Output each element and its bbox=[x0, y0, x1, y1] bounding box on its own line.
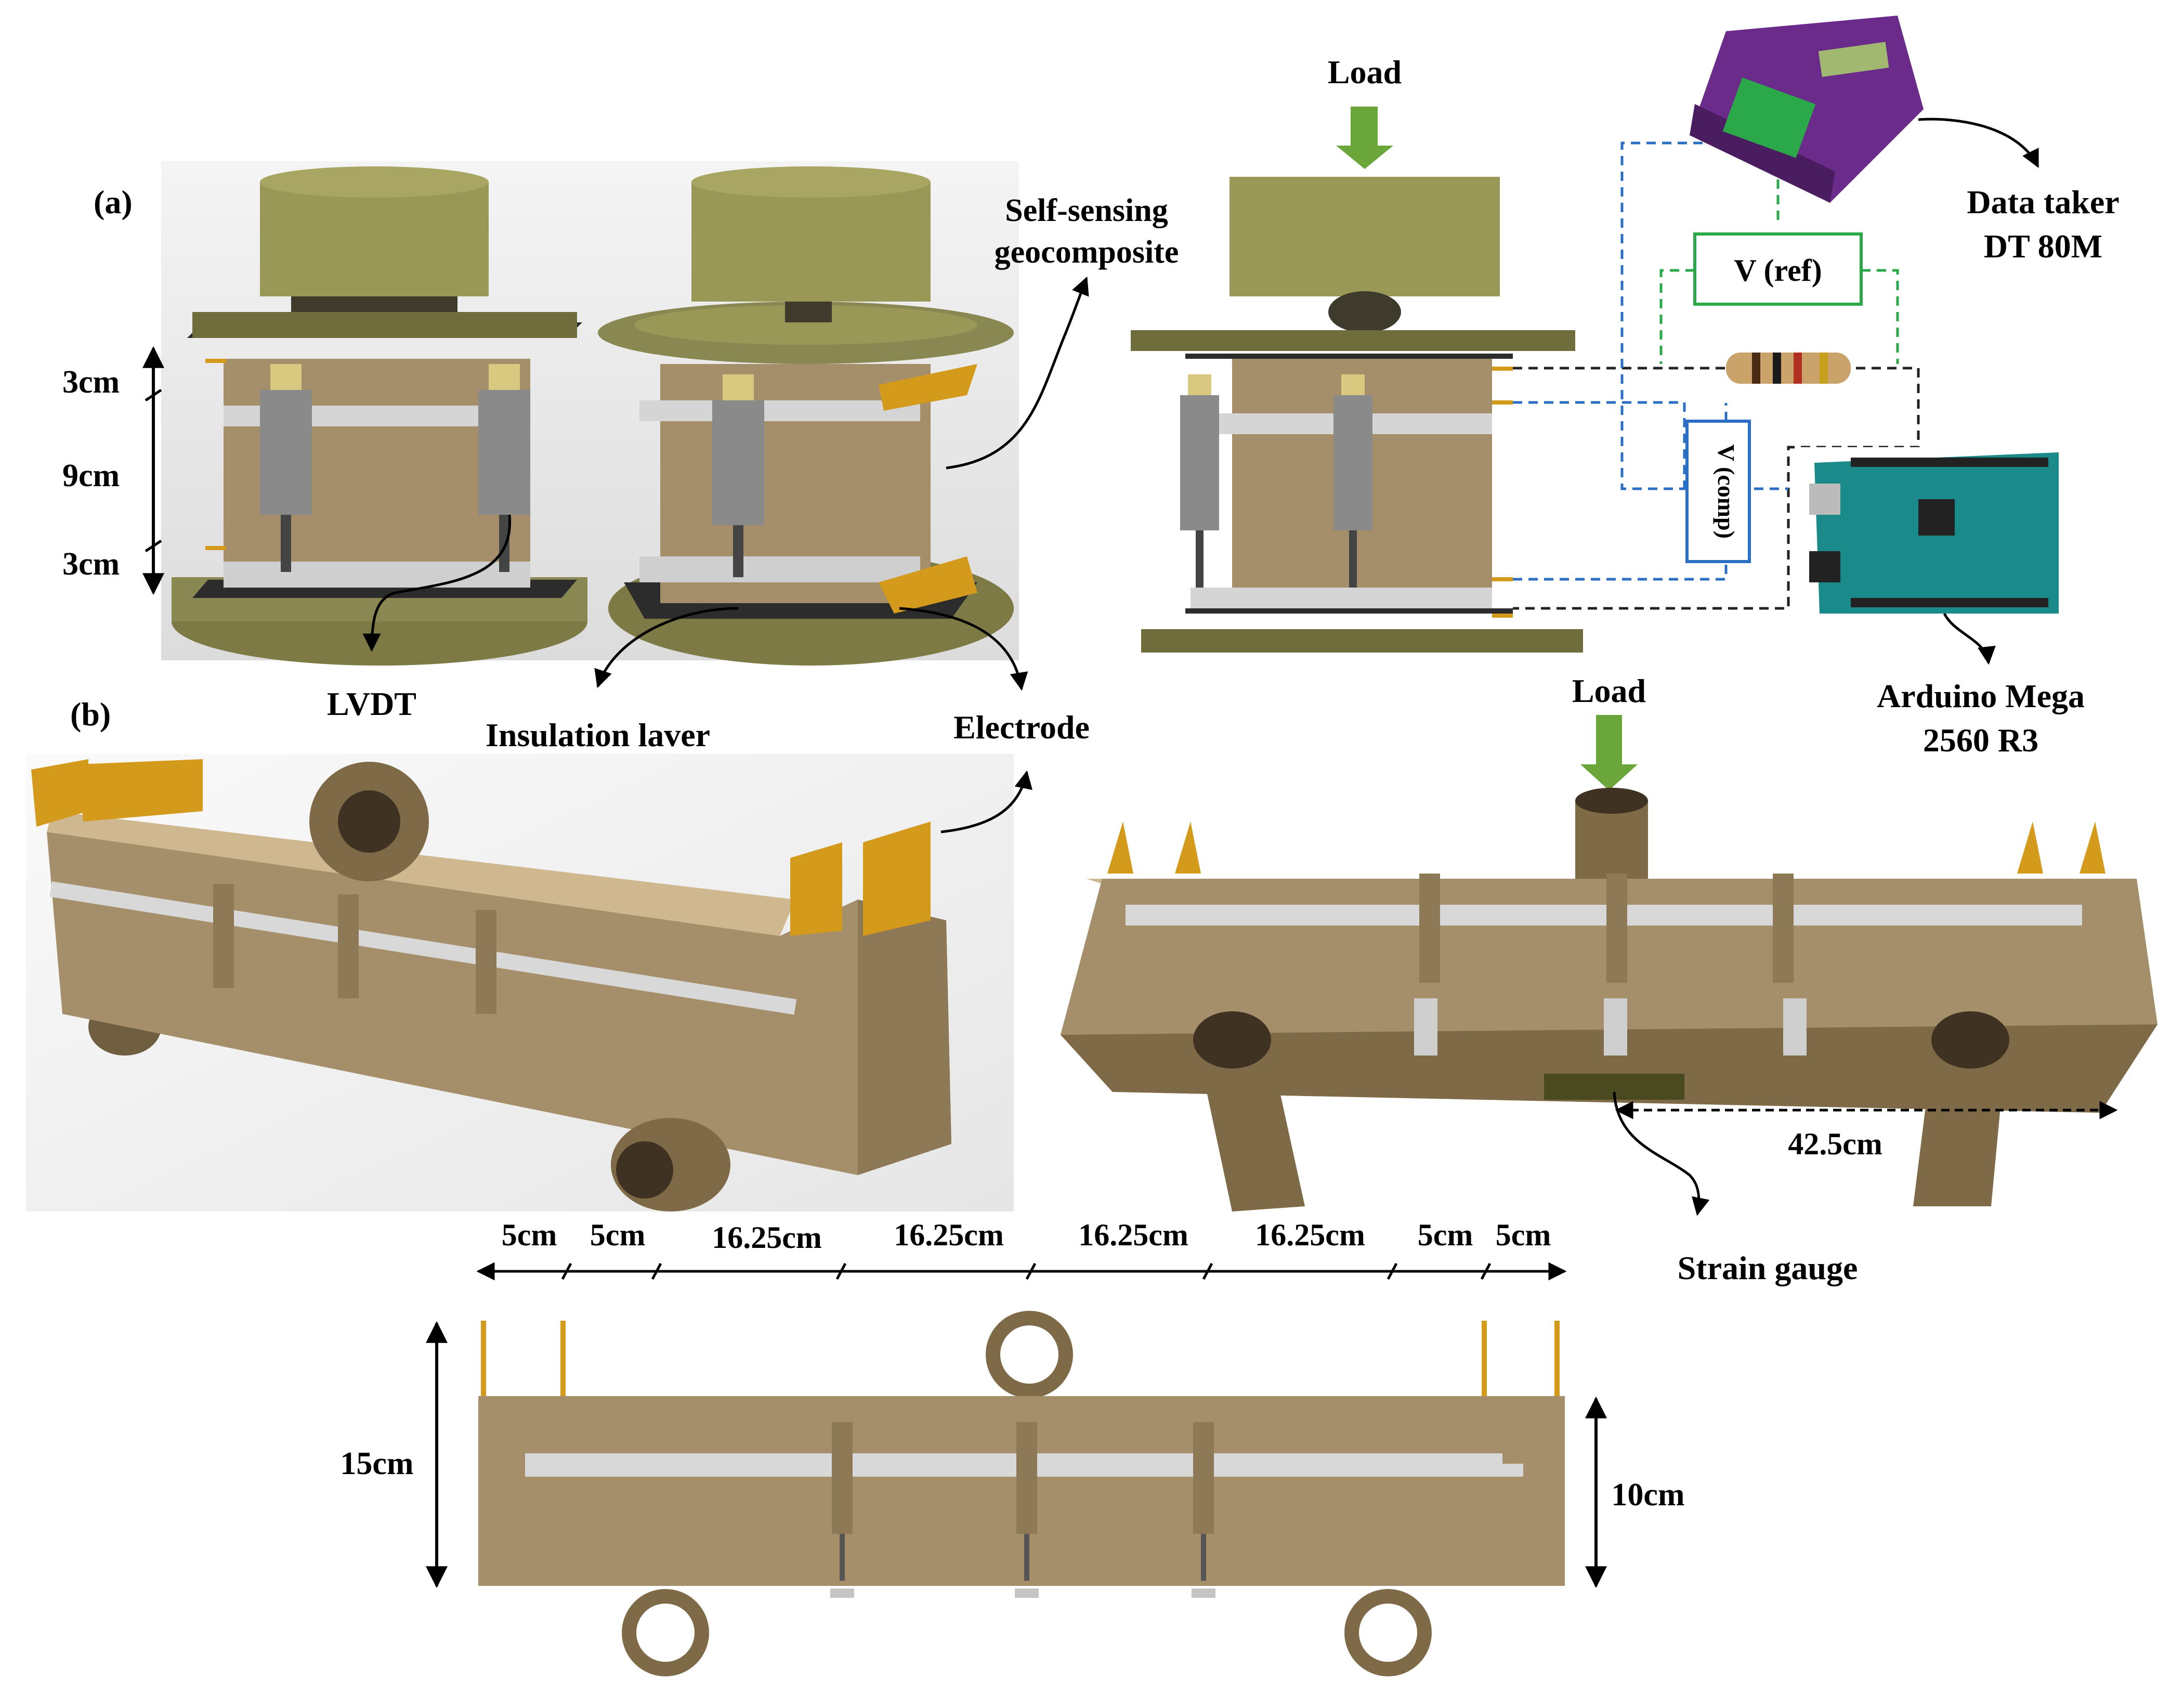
data-taker-label-line1: Data taker bbox=[1967, 184, 2119, 220]
dim-height-10: 10cm bbox=[1611, 1477, 1684, 1513]
v-ref-label: V (ref) bbox=[1734, 253, 1822, 288]
panel-a-label: (a) bbox=[94, 184, 133, 220]
dim-span-42: 42.5cm bbox=[1788, 1127, 1882, 1161]
panel-b-label: (b) bbox=[70, 696, 111, 733]
dim-cube-bottom: 3cm bbox=[62, 546, 120, 582]
dim-height-15: 15cm bbox=[340, 1446, 413, 1481]
lvdt-pointer bbox=[362, 514, 512, 652]
cube-specimen-2 bbox=[598, 166, 1014, 666]
arduino-pointer bbox=[1943, 613, 1996, 665]
load-arrow-top bbox=[1336, 107, 1393, 169]
strain-gauge-pointer bbox=[1613, 1091, 1710, 1216]
beam-specimen-right bbox=[1061, 788, 2157, 1212]
segment-label: 5cm bbox=[502, 1218, 557, 1252]
beam-specimen-left bbox=[31, 759, 951, 1212]
insulation-pointer bbox=[594, 607, 739, 688]
segment-labels: 5cm 5cm 16.25cm 16.25cm 16.25cm 16.25cm … bbox=[502, 1218, 1551, 1255]
load-label-beam: Load bbox=[1572, 672, 1646, 709]
self-sensing-pointer bbox=[946, 276, 1089, 470]
segment-label: 5cm bbox=[1418, 1218, 1473, 1252]
electrode-pointer bbox=[899, 607, 1028, 691]
segment-dimension-line bbox=[476, 1262, 1567, 1281]
data-taker-pointer bbox=[1918, 118, 2039, 168]
segment-label: 16.25cm bbox=[712, 1220, 822, 1255]
insulation-label: Insulation laver bbox=[486, 717, 710, 753]
lvdt-label: LVDT bbox=[327, 685, 416, 722]
load-arrow-beam bbox=[1580, 715, 1638, 790]
dim-cube-top: 3cm bbox=[62, 364, 120, 400]
v-ref-box bbox=[1693, 232, 1863, 306]
self-sensing-label-line1: Self-sensing bbox=[1005, 193, 1168, 228]
electrode-pointer-beam bbox=[940, 770, 1032, 834]
strain-gauge-label: Strain gauge bbox=[1678, 1249, 1858, 1286]
cube-test-rig bbox=[1131, 177, 1583, 653]
arduino-label-line2: 2560 R3 bbox=[1923, 722, 2038, 759]
beam-elevation bbox=[478, 1311, 1565, 1676]
segment-label: 5cm bbox=[1496, 1218, 1551, 1252]
data-taker-label-line2: DT 80M bbox=[1984, 228, 2102, 265]
electrode-label: Electrode bbox=[953, 709, 1090, 746]
self-sensing-label-line2: geocomposite bbox=[995, 235, 1179, 270]
v-comp-box bbox=[1685, 420, 1751, 563]
resistor bbox=[1726, 353, 1851, 384]
segment-label: 5cm bbox=[590, 1218, 646, 1252]
arduino-board bbox=[1799, 447, 2069, 621]
segment-label: 16.25cm bbox=[1255, 1218, 1365, 1252]
cube-height-dimension bbox=[142, 346, 164, 595]
cube-specimen-1 bbox=[172, 166, 587, 666]
v-comp-label: V (comp) bbox=[1713, 444, 1740, 539]
data-taker-device bbox=[1690, 16, 1924, 203]
segment-label: 16.25cm bbox=[1078, 1218, 1188, 1252]
segment-label: 16.25cm bbox=[894, 1218, 1004, 1252]
arduino-label-line1: Arduino Mega bbox=[1877, 678, 2085, 714]
load-label-top: Load bbox=[1328, 54, 1402, 90]
dim-cube-mid: 9cm bbox=[62, 458, 120, 493]
